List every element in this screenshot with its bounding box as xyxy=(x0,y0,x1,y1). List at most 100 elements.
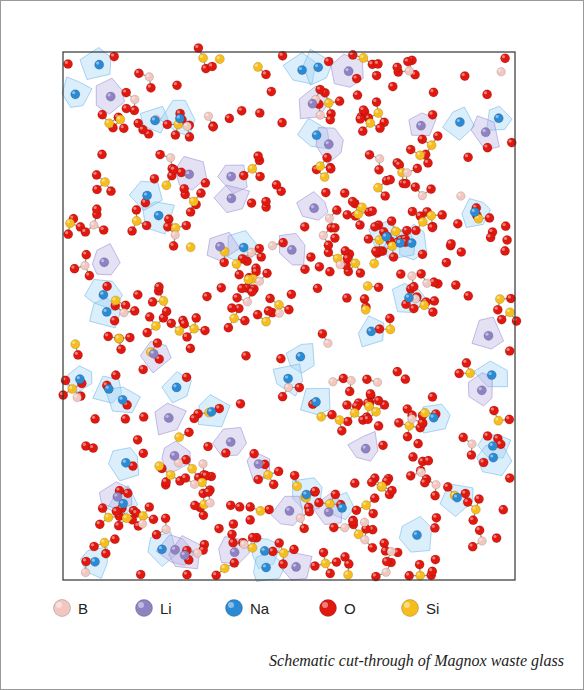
legend-label: Si xyxy=(426,600,439,617)
atom-highlight xyxy=(467,370,470,373)
atom-highlight xyxy=(90,445,93,448)
atom-highlight xyxy=(181,186,184,189)
atom-highlight xyxy=(306,508,309,511)
atom-highlight xyxy=(495,418,498,421)
legend-item: Na xyxy=(224,597,269,619)
atom-highlight xyxy=(196,474,199,477)
atom-highlight xyxy=(308,254,311,257)
atom-highlight xyxy=(360,107,363,110)
atom xyxy=(169,241,178,250)
legend-label: Li xyxy=(160,600,172,617)
atom xyxy=(373,59,382,68)
atom xyxy=(368,207,377,216)
atom xyxy=(374,396,383,405)
atom xyxy=(300,524,309,533)
atom xyxy=(236,399,245,408)
atom xyxy=(226,501,235,510)
atom-highlight xyxy=(332,491,335,494)
atom-highlight xyxy=(342,248,345,251)
atom-highlight xyxy=(183,457,186,460)
coordination-shell xyxy=(162,372,192,403)
atom-highlight xyxy=(65,61,68,64)
coordination-shell xyxy=(301,388,331,414)
atom-highlight xyxy=(255,64,258,67)
atom xyxy=(512,317,521,326)
atom-highlight xyxy=(181,321,184,324)
atom-highlight xyxy=(191,415,194,418)
atom-highlight xyxy=(489,372,492,375)
atom xyxy=(61,376,70,385)
atom xyxy=(139,412,148,421)
atom-highlight xyxy=(431,415,434,418)
atom xyxy=(401,375,410,384)
atom-highlight xyxy=(74,395,77,398)
atom-highlight xyxy=(472,209,475,212)
atom-highlight xyxy=(412,184,415,187)
atom-highlight xyxy=(91,543,94,546)
atom-highlight xyxy=(313,132,316,135)
atom-highlight xyxy=(280,240,283,243)
atom xyxy=(475,526,484,535)
atom-highlight xyxy=(163,308,166,311)
atom xyxy=(339,374,348,383)
atom xyxy=(372,98,381,107)
atom xyxy=(316,85,325,94)
atom-highlight xyxy=(200,55,203,58)
atom xyxy=(501,54,510,63)
atom xyxy=(227,530,236,539)
atom xyxy=(355,220,364,229)
atom xyxy=(438,210,447,219)
atom xyxy=(190,414,199,423)
atom-highlight xyxy=(325,242,328,245)
atom xyxy=(386,325,395,334)
atom xyxy=(162,525,171,534)
atom xyxy=(154,282,163,291)
atom-highlight xyxy=(278,356,281,359)
atom-highlight xyxy=(93,172,96,175)
atom-highlight xyxy=(409,208,412,211)
atom xyxy=(497,68,506,77)
legend-swatch xyxy=(226,600,243,617)
atom xyxy=(371,247,380,256)
atom xyxy=(341,523,350,532)
atom-highlight xyxy=(248,249,251,252)
atom xyxy=(331,490,340,499)
atom-highlight xyxy=(381,540,384,543)
legend-label: B xyxy=(78,600,88,617)
atom-highlight xyxy=(157,151,160,154)
atom xyxy=(250,449,259,458)
atom xyxy=(111,371,120,380)
atom xyxy=(313,284,322,293)
atom-highlight xyxy=(231,549,234,552)
atom-highlight xyxy=(195,411,198,414)
swatch-highlight xyxy=(404,602,410,608)
atom-highlight xyxy=(352,480,355,483)
atom xyxy=(485,213,494,222)
atom xyxy=(310,487,319,496)
atom xyxy=(146,83,155,92)
atom xyxy=(284,383,293,392)
atom-highlight xyxy=(382,193,385,196)
atom-highlight xyxy=(297,354,300,357)
atom-highlight xyxy=(229,531,232,534)
atom xyxy=(405,571,414,580)
atom xyxy=(433,132,442,141)
atom xyxy=(215,55,224,64)
atom-highlight xyxy=(286,508,289,511)
atom-highlight xyxy=(324,155,327,158)
atom-highlight xyxy=(348,378,351,381)
swatch-highlight xyxy=(138,602,144,608)
atom xyxy=(499,505,508,514)
atom-highlight xyxy=(369,545,372,548)
atom-highlight xyxy=(487,234,490,237)
coordination-shell xyxy=(155,403,186,435)
atom xyxy=(420,408,429,417)
atom-highlight xyxy=(330,379,333,382)
atom-highlight xyxy=(236,271,239,274)
atom-highlight xyxy=(293,564,296,567)
legend-item: O xyxy=(318,597,356,619)
atom xyxy=(248,543,257,552)
atom xyxy=(90,542,99,551)
atom-highlight xyxy=(249,534,252,537)
atom xyxy=(319,548,328,557)
